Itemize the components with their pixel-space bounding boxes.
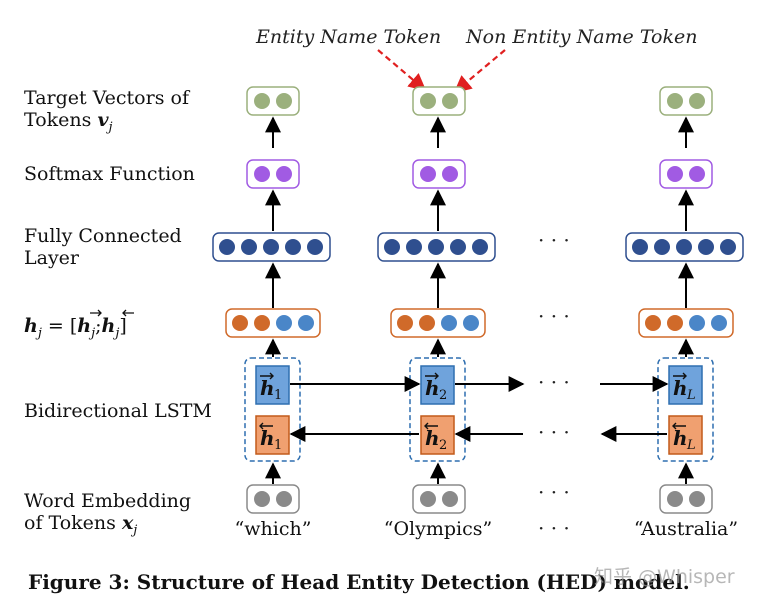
lstm-backward-cell [255, 415, 290, 455]
svg-text:h: h [260, 376, 275, 400]
layer-label-softmax: Softmax Function [24, 163, 195, 185]
svg-text:1: 1 [274, 438, 282, 453]
svg-text:Target Vectors of: Target Vectors of [24, 87, 191, 109]
ellipsis-fc: · · · [538, 228, 570, 252]
hj-forward-arrow-icon [90, 309, 102, 317]
ellipsis-lstm-fwd: · · · [538, 370, 570, 394]
ellipsis-hj: · · · [538, 304, 570, 328]
svg-text:h: h [673, 426, 688, 450]
ellipsis-embedding: · · · [538, 480, 570, 504]
lstm-cell-group [244, 357, 301, 462]
softmax-node [254, 166, 270, 182]
svg-text:of Tokens xj: of Tokens xj [24, 512, 137, 538]
svg-text:2: 2 [439, 438, 447, 453]
layer-label-hj: hj = [hj;hj] [24, 315, 127, 341]
ellipsis-lstm-bwd: · · · [538, 420, 570, 444]
layer-label-fully-connected: Fully Connected Layer [24, 225, 182, 269]
svg-text:h: h [425, 426, 440, 450]
column-which: h 1 h 1 “which” [212, 86, 331, 540]
lstm-forward-cell [255, 365, 290, 405]
svg-text:L: L [686, 438, 696, 453]
svg-text:Tokens vj: Tokens vj [24, 109, 113, 135]
svg-text:Word Embedding: Word Embedding [24, 490, 191, 512]
figure-caption: Figure 3: Structure of Head Entity Detec… [28, 570, 690, 594]
svg-text:1: 1 [274, 388, 282, 403]
svg-text:h: h [673, 376, 688, 400]
watermark: 知乎 @Whisper [594, 566, 735, 588]
svg-text:Fully Connected: Fully Connected [24, 225, 182, 247]
entity-annotation-arrow [377, 49, 427, 92]
column-olympics: h 2 h 2 “Olympics” [377, 86, 496, 540]
target-node [276, 93, 292, 109]
layer-label-word-embedding: Word Embedding of Tokens xj [24, 490, 191, 538]
softmax-node [276, 166, 292, 182]
svg-text:h: h [425, 376, 440, 400]
layer-label-bidirectional-lstm: Bidirectional LSTM [24, 400, 212, 422]
entity-name-token-label: Entity Name Token [255, 26, 441, 48]
hj-backward-arrow-icon [122, 309, 134, 317]
ellipsis-words: · · · [538, 516, 570, 540]
target-node [254, 93, 270, 109]
svg-text:L: L [686, 388, 696, 403]
word-australia: “Australia” [634, 518, 738, 540]
layer-label-target-vectors: Target Vectors of Tokens vj [24, 87, 191, 135]
column-australia: h L h L “Australia” [625, 86, 744, 540]
non-entity-name-token-label: Non Entity Name Token [465, 26, 697, 48]
word-which: “which” [235, 518, 312, 540]
svg-text:Layer: Layer [24, 247, 80, 269]
word-olympics: “Olympics” [384, 518, 492, 540]
svg-text:h: h [260, 426, 275, 450]
non-entity-annotation-arrow [453, 49, 506, 94]
svg-text:2: 2 [439, 388, 447, 403]
